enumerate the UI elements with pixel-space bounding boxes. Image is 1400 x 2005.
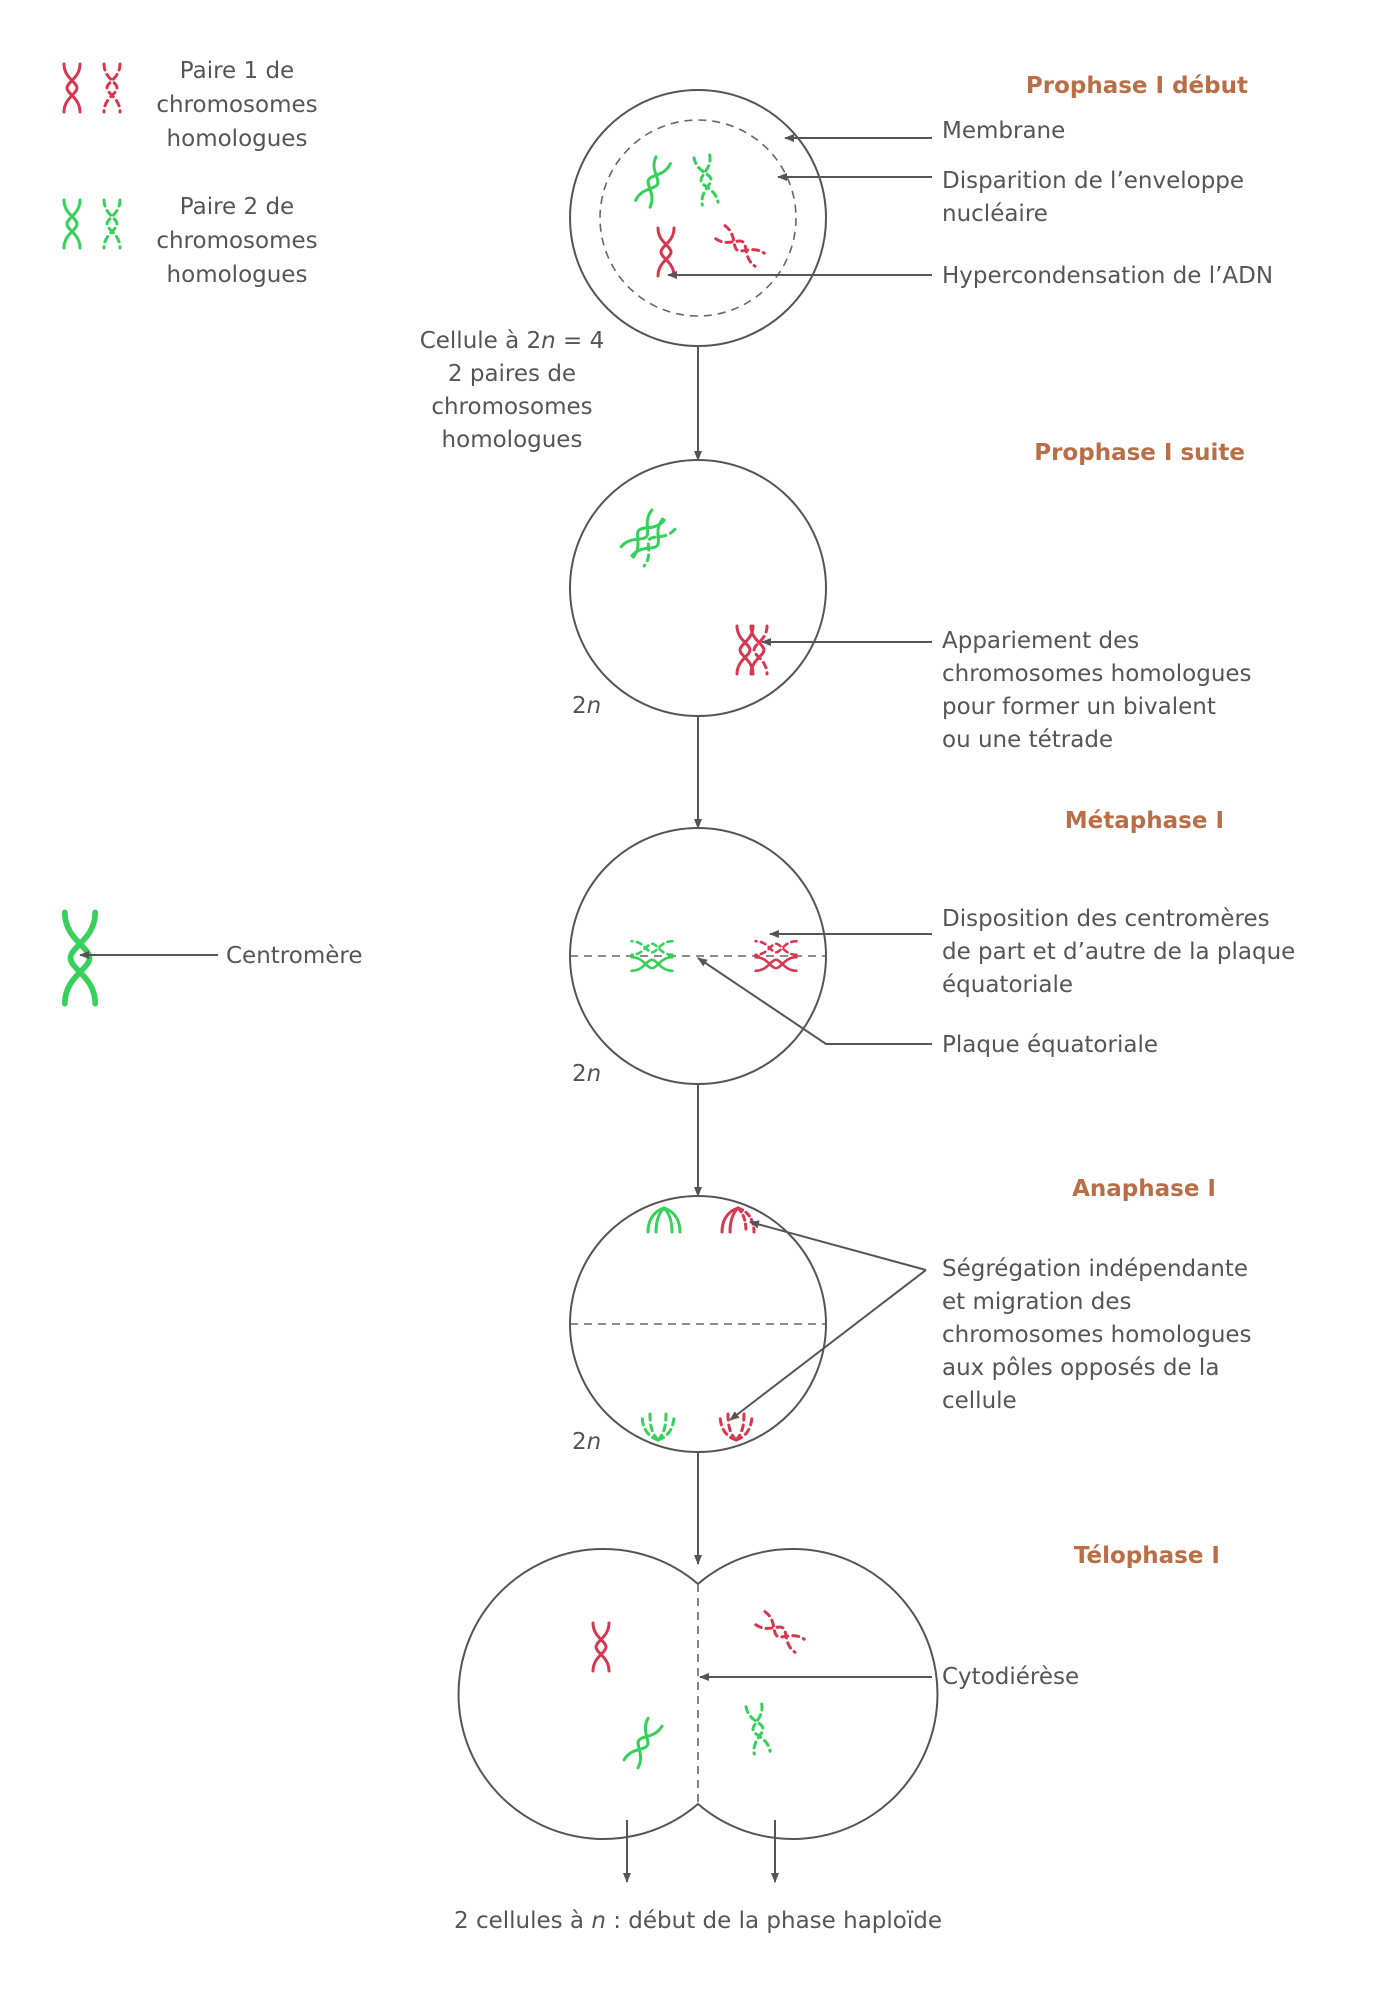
ploidy-label-4: 2n — [572, 1429, 601, 1455]
legend-pair2-text-2: chromosomes — [156, 228, 317, 254]
legend-pair1: Paire 1 de chromosomes homologues — [62, 58, 318, 152]
cell-prophase-debut — [569, 89, 827, 347]
cell-description-line-1: Cellule à 2n = 4 — [420, 328, 605, 354]
segregation-label-4: aux pôles opposés de la — [942, 1355, 1219, 1381]
legend-pair2-text-1: Paire 2 de — [180, 194, 294, 220]
stage-title-telophase: Télophase I — [1074, 1543, 1220, 1569]
disposition-label-3: équatoriale — [942, 972, 1073, 998]
footer-label: 2 cellules à n : début de la phase haplo… — [454, 1908, 942, 1934]
disposition-label-2: de part et d’autre de la plaque — [942, 939, 1295, 965]
segregation-label-2: et migration des — [942, 1289, 1132, 1315]
plaque-arrow — [697, 957, 932, 1045]
stage-title-metaphase: Métaphase I — [1065, 808, 1224, 834]
ploidy-label-2: 2n — [572, 693, 601, 719]
centromere-chromosome — [65, 912, 95, 1003]
membrane-label: Membrane — [942, 118, 1065, 144]
chromatids-green-bottom — [640, 1412, 676, 1442]
legend-centromere: Centromère — [65, 912, 362, 1003]
appariement-label-2: chromosomes homologues — [942, 661, 1252, 687]
cell-prophase-suite: 2n — [569, 459, 827, 719]
enveloppe-label-2: nucléaire — [942, 201, 1048, 227]
cell-description-line-3: chromosomes — [431, 394, 592, 420]
chromatids-red-bottom — [718, 1412, 754, 1442]
legend-pair1-red-chromosome — [62, 62, 82, 114]
cell-description-line-4: homologues — [442, 427, 583, 453]
legend-pair2-green-dashed-chromosome — [102, 198, 122, 250]
bivalent-red — [735, 624, 769, 676]
nuclear-envelope — [599, 119, 797, 317]
chromatids-red-top — [720, 1206, 756, 1234]
legend-pair1-text-3: homologues — [167, 126, 308, 152]
appariement-label-4: ou une tétrade — [942, 727, 1113, 753]
stage-title-anaphase: Anaphase I — [1072, 1176, 1216, 1202]
plaque-label: Plaque équatoriale — [942, 1032, 1158, 1058]
cell-anaphase: 2n — [569, 1195, 827, 1455]
chromosome-green-solid — [634, 155, 672, 209]
centromere-label: Centromère — [226, 943, 362, 969]
daughter-left-chromosome-green — [622, 1716, 664, 1770]
cell-membrane — [569, 459, 827, 717]
legend-pair1-red-dashed-chromosome — [102, 62, 122, 114]
cell-metaphase: 2n — [569, 827, 827, 1087]
legend-pair1-text-1: Paire 1 de — [180, 58, 294, 84]
hypercondensation-label: Hypercondensation de l’ADN — [942, 263, 1273, 289]
cell-description-line-2: 2 paires de — [448, 361, 576, 387]
cell-description: Cellule à 2n = 4 2 paires de chromosomes… — [420, 328, 605, 453]
segregation-arrow-bottom — [729, 1269, 927, 1421]
disposition-label-1: Disposition des centromères — [942, 906, 1270, 932]
chromosome-red-solid — [656, 226, 676, 278]
daughter-right-chromosome-green — [744, 1702, 772, 1756]
appariement-label-1: Appariement des — [942, 628, 1139, 654]
legend-pair2-green-chromosome — [62, 198, 82, 250]
bivalent-green — [619, 508, 677, 568]
daughter-right-chromosome-red — [754, 1610, 806, 1654]
bivalent-red-metaphase — [754, 939, 798, 973]
appariement-label-3: pour former un bivalent — [942, 694, 1216, 720]
legend-pair2: Paire 2 de chromosomes homologues — [62, 194, 318, 288]
cytodierese-label: Cytodiérèse — [942, 1664, 1079, 1690]
segregation-label-5: cellule — [942, 1388, 1017, 1414]
cell-membrane — [569, 89, 827, 347]
ploidy-label-3: 2n — [572, 1061, 601, 1087]
chromosome-red-dashed — [714, 224, 766, 268]
segregation-label-3: chromosomes homologues — [942, 1322, 1252, 1348]
chromosome-green-dashed — [692, 153, 720, 207]
chromatids-green-top — [646, 1206, 682, 1234]
bivalent-green-metaphase — [630, 939, 674, 973]
cell-telophase — [457, 1548, 939, 1840]
legend-pair1-text-2: chromosomes — [156, 92, 317, 118]
segregation-label-1: Ségrégation indépendante — [942, 1256, 1248, 1282]
stage-title-prophase-debut: Prophase I début — [1026, 73, 1248, 99]
stage-title-prophase-suite: Prophase I suite — [1034, 440, 1245, 466]
segregation-arrow-top — [749, 1220, 927, 1271]
daughter-left-chromosome-red — [591, 1621, 611, 1673]
dividing-cell-membrane — [457, 1548, 939, 1840]
legend-pair2-text-3: homologues — [167, 262, 308, 288]
enveloppe-label-1: Disparition de l’enveloppe — [942, 168, 1244, 194]
